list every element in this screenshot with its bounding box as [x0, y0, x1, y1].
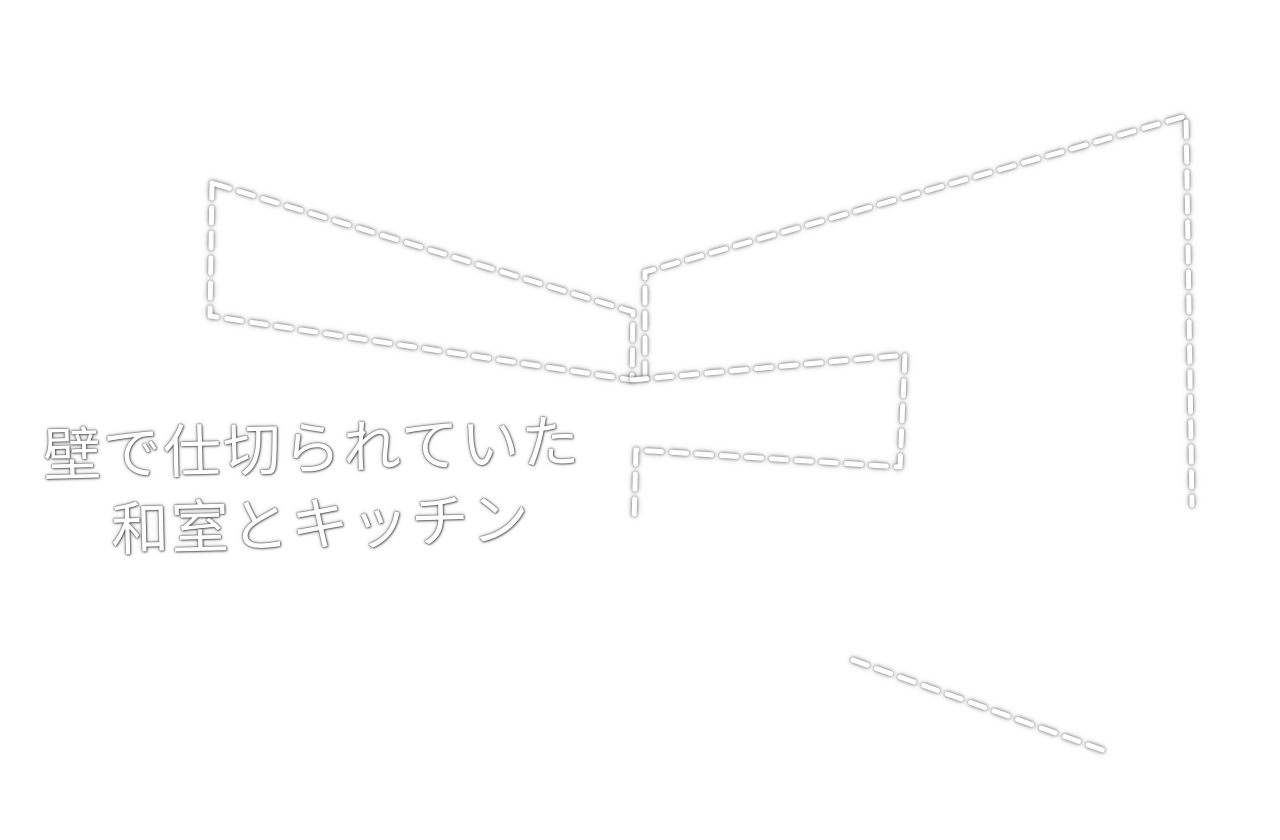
caption-line-2: 和室とキッチン — [110, 485, 532, 565]
wall-left-room — [207, 180, 636, 383]
wall-floor-edge — [850, 657, 1111, 755]
caption: 壁で仕切られていた 和室とキッチン — [42, 404, 582, 570]
wall-dividing-line — [642, 113, 1195, 508]
caption-line-1: 壁で仕切られていた — [42, 407, 582, 490]
wall-kitchen-counter — [629, 352, 908, 525]
